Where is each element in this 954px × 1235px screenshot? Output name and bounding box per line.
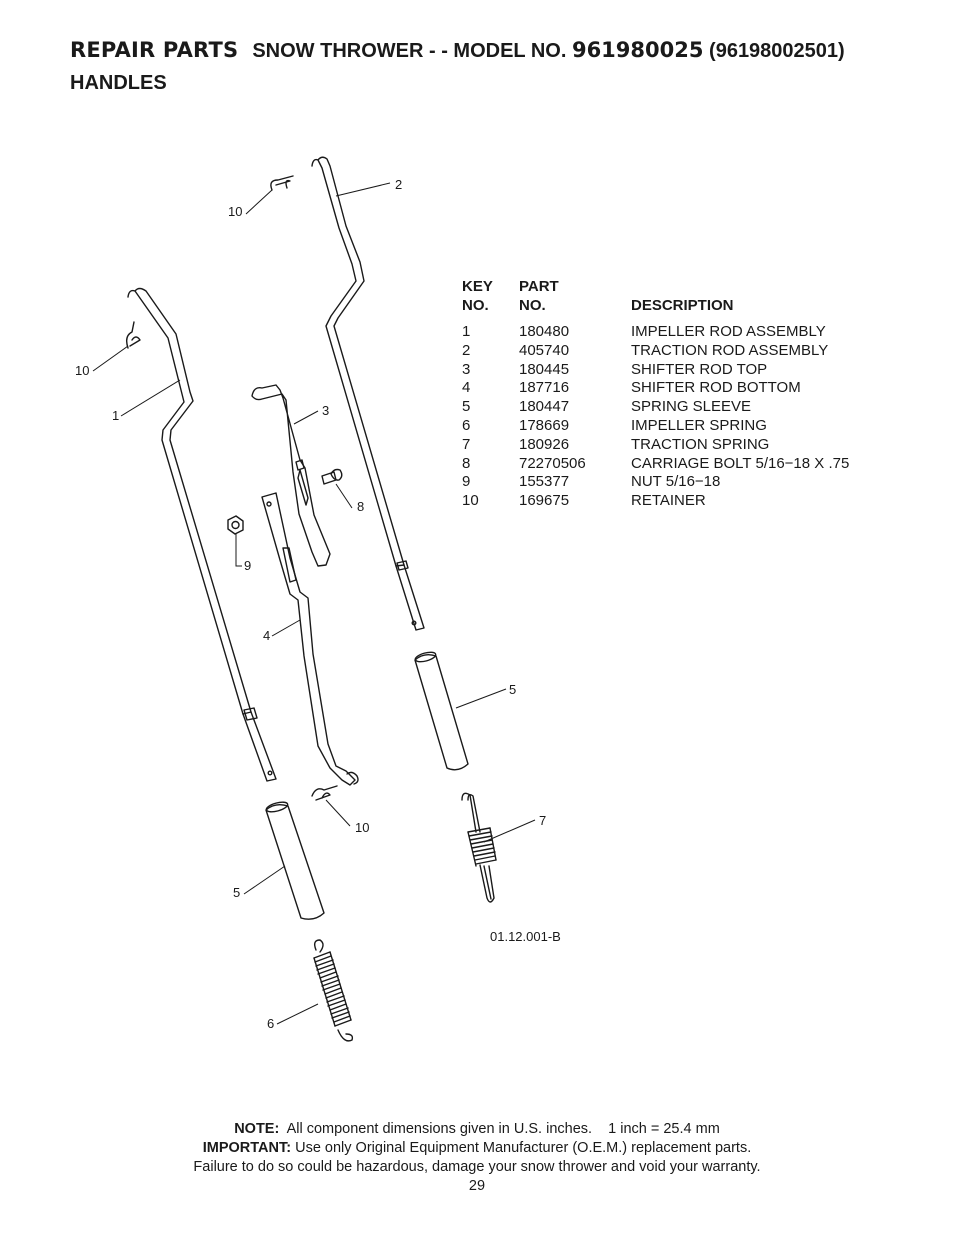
part-no: 155377 [519,473,570,491]
part-description: CARRIAGE BOLT 5/16−18 X .75 [631,454,850,472]
leader-lines [92,182,536,1025]
part-description: RETAINER [631,492,706,510]
page-title: REPAIR PARTS SNOW THROWER - - MODEL NO. 9… [70,38,845,63]
part-description: SPRING SLEEVE [631,398,752,416]
page-number: 29 [468,1178,486,1194]
key-header-line1: KEY [462,278,493,295]
model-alt-number: (96198002501) [709,40,845,62]
product-label: SNOW THROWER - - MODEL NO. [252,40,567,62]
part-description: TRACTION SPRING [631,435,770,453]
part-no: 180445 [519,360,570,378]
callout-10-top: 10 [228,204,242,219]
impeller-spring-drawing [313,939,354,1042]
spring-sleeve-drawing [265,651,469,920]
part-no: 180447 [519,398,570,416]
callout-10-bottom: 10 [355,820,369,835]
description-header: DESCRIPTION [631,297,734,314]
important-text: Use only Original Equipment Manufacturer… [295,1140,752,1156]
carriage-bolt-drawing [321,468,343,485]
model-number: 961980025 [571,38,704,62]
warning-line: Failure to do so could be hazardous, dam… [193,1159,761,1175]
shifter-rod-top-drawing [251,384,331,567]
repair-parts-label: REPAIR PARTS [70,38,239,62]
important-label: IMPORTANT: [202,1140,292,1156]
important-line: IMPORTANT: Use only Original Equipment M… [0,1139,954,1158]
note-label: NOTE: [234,1121,280,1137]
callout-5-right: 5 [509,682,516,697]
part-header-line2: NO. [519,297,546,314]
callout-7: 7 [539,813,546,828]
callout-6: 6 [267,1016,274,1031]
key-no: 8 [462,454,471,472]
figure-code: 01.12.001-B [490,929,561,944]
retainer-drawings [125,175,338,801]
part-header-line1: PART [519,278,559,295]
part-description: IMPELLER ROD ASSEMBLY [631,323,826,340]
footer: NOTE: All component dimensions given in … [0,1120,954,1196]
shifter-rod-bottom-drawing [261,492,359,786]
nut-drawing [227,515,244,535]
callout-5-left: 5 [233,885,240,900]
key-no: 7 [462,435,471,453]
key-no: 3 [462,360,471,378]
key-no: 2 [462,341,471,359]
part-description: SHIFTER ROD BOTTOM [631,379,801,397]
part-description: SHIFTER ROD TOP [631,360,768,378]
callout-10-left: 10 [75,363,89,378]
key-no: 9 [462,473,471,491]
callout-3: 3 [322,403,329,418]
impeller-rod-assembly-drawing [127,287,277,782]
part-no: 178669 [519,416,570,434]
part-description: TRACTION ROD ASSEMBLY [631,341,829,359]
callout-1: 1 [112,408,119,423]
part-no: 169675 [519,492,570,510]
part-no: 180480 [519,323,570,340]
key-no: 5 [462,398,471,416]
callout-9: 9 [244,558,251,573]
note-text: All component dimensions given in U.S. i… [286,1121,720,1137]
callout-8: 8 [357,499,364,514]
key-no: 4 [462,379,471,397]
section-title: HANDLES [70,72,167,94]
key-no: 6 [462,416,471,434]
callout-4: 4 [263,628,270,643]
note-line: NOTE: All component dimensions given in … [0,1120,954,1139]
key-no: 1 [462,323,471,340]
part-no: 405740 [519,341,570,359]
key-header-line2: NO. [462,297,489,314]
part-no: 180926 [519,435,570,453]
part-no: 72270506 [519,454,586,472]
key-no: 10 [462,492,479,510]
part-no: 187716 [519,379,570,397]
part-description: IMPELLER SPRING [631,416,767,434]
callout-2: 2 [395,177,402,192]
traction-spring-drawing [461,792,497,903]
traction-rod-assembly-drawing [311,156,425,631]
part-description: NUT 5/16−18 [631,473,721,491]
